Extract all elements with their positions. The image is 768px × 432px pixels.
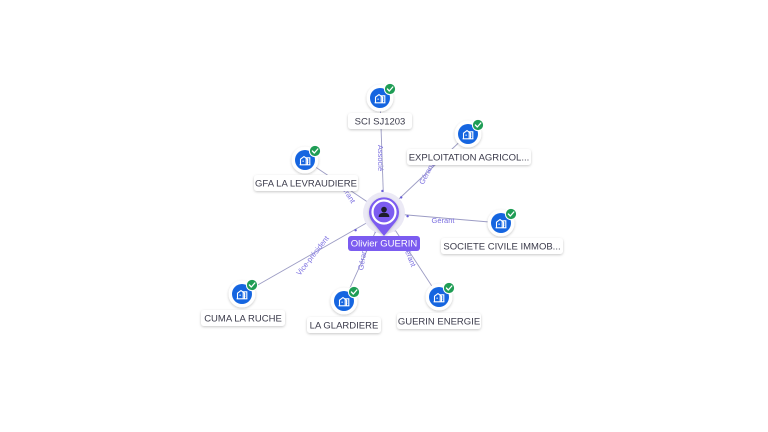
company-label-societe-civile-immob: SOCIETE CIVILE IMMOB...: [443, 241, 560, 252]
person-icon: [378, 206, 390, 217]
company-label-guerin-energie: GUERIN ENERGIE: [398, 316, 480, 327]
edge-label-sci-sj1203: Associé: [376, 145, 385, 171]
company-label-gfa-la-levraudiere: GFA LA LEVRAUDIERE: [255, 178, 357, 189]
check-badge: [347, 285, 361, 299]
edge-arrow: [381, 189, 384, 193]
check-badge: [471, 118, 485, 132]
check-icon: [311, 148, 319, 154]
company-node-exploitation-agricole[interactable]: EXPLOITATION AGRICOL...: [407, 118, 531, 165]
check-icon: [507, 211, 515, 217]
check-icon: [386, 86, 394, 92]
check-icon: [445, 285, 453, 291]
edge-arrow: [400, 196, 403, 199]
edge-arrow: [406, 215, 409, 218]
check-badge: [308, 144, 322, 158]
company-label-box: [397, 313, 481, 329]
center-label: Olivier GUERIN: [351, 239, 418, 250]
company-label-box: [201, 310, 285, 326]
check-icon: [248, 282, 256, 288]
check-badge: [442, 281, 456, 295]
check-badge: [383, 82, 397, 96]
company-label-box: [254, 175, 358, 191]
company-node-cuma-la-ruche[interactable]: CUMA LA RUCHE: [201, 278, 285, 326]
center-label-box: [348, 236, 420, 251]
check-badge: [504, 207, 518, 221]
company-node-gfa-la-levraudiere[interactable]: GFA LA LEVRAUDIERE: [254, 144, 358, 191]
company-label-la-glardiere: LA GLARDIERE: [310, 320, 379, 331]
edge-label-cuma-la-ruche: Vice-président: [294, 233, 331, 277]
company-label-sci-sj1203: SCI SJ1203: [355, 116, 406, 127]
edge-label-la-glardiere: Gérant: [356, 246, 369, 271]
edge-cuma-la-ruche: [241, 212, 385, 295]
company-node-la-glardiere[interactable]: LA GLARDIERE: [307, 285, 381, 333]
edge-label-societe-civile-immob: Gérant: [432, 216, 456, 225]
company-node-societe-civile-immob[interactable]: SOCIETE CIVILE IMMOB...: [441, 207, 563, 254]
company-label-box: [348, 113, 412, 129]
company-label-cuma-la-ruche: CUMA LA RUCHE: [204, 313, 282, 324]
center-pin-ring: [371, 199, 397, 225]
company-node-guerin-energie[interactable]: GUERIN ENERGIE: [397, 281, 481, 329]
company-label-box: [407, 149, 531, 165]
company-label-box: [307, 317, 381, 333]
check-badge: [245, 278, 259, 292]
company-label-box: [441, 238, 563, 254]
check-icon: [474, 122, 482, 128]
check-icon: [350, 289, 358, 295]
edge-arrow: [354, 229, 357, 232]
center-node[interactable]: Olivier GUERIN: [348, 192, 420, 251]
company-label-exploitation-agricole: EXPLOITATION AGRICOL...: [409, 152, 530, 163]
company-node-sci-sj1203[interactable]: SCI SJ1203: [348, 82, 412, 129]
